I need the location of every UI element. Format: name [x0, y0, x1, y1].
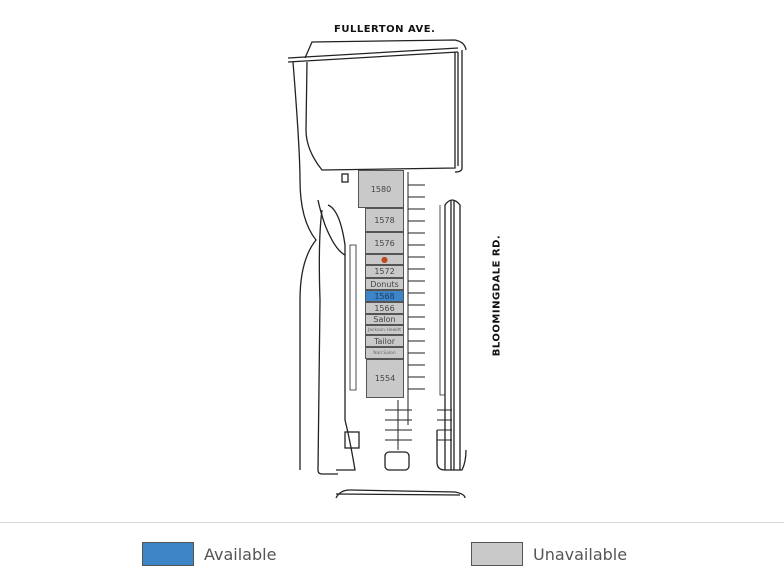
outparcel-lot: [305, 52, 456, 171]
unit-1576[interactable]: 1576: [365, 232, 404, 254]
unit-1566[interactable]: 1566: [365, 302, 404, 314]
unavailable-swatch: [471, 542, 523, 566]
available-swatch: [142, 542, 194, 566]
dumpster: [344, 431, 360, 449]
unit-1554[interactable]: 1554: [366, 359, 404, 398]
parking-island: [439, 205, 445, 396]
logo-icon: ●: [381, 255, 388, 264]
unit-1572[interactable]: 1572: [365, 265, 404, 278]
legend-available: Available: [142, 542, 276, 566]
unit-1568[interactable]: 1568: [365, 290, 404, 302]
road-edge: [304, 39, 467, 59]
unit-tailor[interactable]: Tailor: [365, 335, 404, 347]
unit-donuts[interactable]: Donuts: [365, 278, 404, 290]
curb: [327, 204, 356, 471]
site-plan-map: FULLERTON AVE. BLOOMINGDALE RD. 1580 157…: [287, 24, 503, 499]
median: [444, 199, 461, 470]
curb: [317, 199, 346, 256]
street-label-fullerton: FULLERTON AVE.: [334, 24, 436, 35]
west-drive: [292, 61, 317, 470]
parking-island: [349, 244, 357, 391]
unit-1578[interactable]: 1578: [365, 208, 404, 232]
unit-1580[interactable]: 1580: [358, 170, 404, 208]
road-edge: [287, 47, 459, 59]
small-structure: [341, 173, 349, 183]
legend-unavailable: Unavailable: [471, 542, 627, 566]
unit-salon[interactable]: Salon: [365, 314, 404, 325]
median-line: [450, 200, 455, 470]
unavailable-label: Unavailable: [533, 544, 628, 564]
site-plan-lines: [287, 39, 467, 499]
curb: [317, 209, 338, 475]
unit-jackson-hewitt[interactable]: Jackson Hewitt: [365, 325, 404, 335]
road-edge: [454, 50, 463, 173]
road-edge: [335, 493, 461, 496]
island: [436, 430, 467, 471]
road-edge: [287, 51, 459, 63]
legend-divider: [0, 522, 784, 523]
unit-logo-tenant[interactable]: ●: [365, 254, 404, 265]
unit-nail-salon[interactable]: Nail Salon: [365, 347, 404, 359]
island: [384, 451, 410, 471]
available-label: Available: [204, 544, 277, 564]
street-label-bloomingdale: BLOOMINGDALE RD.: [491, 234, 503, 357]
